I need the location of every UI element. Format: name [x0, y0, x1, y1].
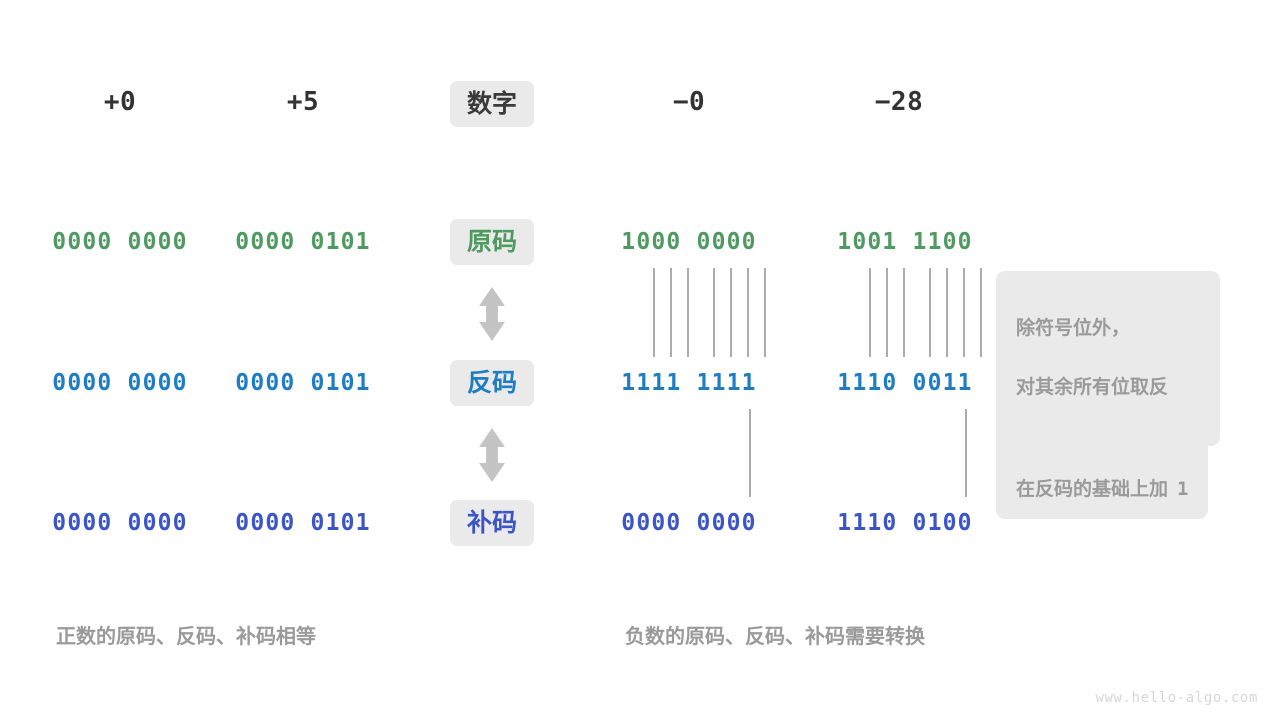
row-label-sign-magnitude: 原码	[449, 219, 535, 265]
watermark: www.hello-algo.com	[1095, 690, 1258, 706]
bits-twos-complement-neg28: 1110 0100	[837, 510, 973, 536]
bits-ones-complement-neg0: 1111 1111	[621, 370, 757, 396]
note-add-one-text: 在反码的基础上加	[1016, 479, 1169, 501]
row-label-twos-complement: 补码	[449, 500, 535, 546]
bits-sign-magnitude-pos5: 0000 0101	[235, 229, 371, 255]
header-number-neg0: −0	[672, 87, 706, 117]
note-add-one-operand: 1	[1177, 478, 1189, 501]
caption-positive: 正数的原码、反码、补码相等	[56, 626, 316, 648]
bits-twos-complement-neg0: 0000 0000	[621, 510, 757, 536]
connector-neg28-invert	[869, 268, 982, 357]
bits-twos-complement-pos5: 0000 0101	[235, 510, 371, 536]
bits-sign-magnitude-pos0: 0000 0000	[52, 229, 188, 255]
note-invert-line2: 对其余所有位取反	[1016, 377, 1169, 399]
note-invert-line1: 除符号位外，	[1016, 318, 1131, 340]
double-arrow-icon-original-to-ones	[479, 287, 505, 341]
double-arrow-icon-ones-to-twos	[479, 428, 505, 482]
bits-sign-magnitude-neg28: 1001 1100	[837, 229, 973, 255]
row-label-ones-complement: 反码	[449, 360, 535, 406]
header-center-label: 数字	[449, 81, 535, 127]
bits-ones-complement-neg28: 1110 0011	[837, 370, 973, 396]
bits-twos-complement-pos0: 0000 0000	[52, 510, 188, 536]
note-invert-bits: 除符号位外， 对其余所有位取反	[996, 271, 1220, 447]
caption-negative: 负数的原码、反码、补码需要转换	[625, 626, 925, 648]
header-number-pos0: +0	[103, 87, 137, 117]
connector-neg0-invert	[653, 268, 766, 357]
bits-sign-magnitude-neg0: 1000 0000	[621, 229, 757, 255]
header-number-neg28: −28	[874, 87, 924, 117]
header-number-pos5: +5	[286, 87, 320, 117]
note-add-one: 在反码的基础上加 1	[996, 432, 1209, 519]
bits-ones-complement-pos0: 0000 0000	[52, 370, 188, 396]
bits-ones-complement-pos5: 0000 0101	[235, 370, 371, 396]
